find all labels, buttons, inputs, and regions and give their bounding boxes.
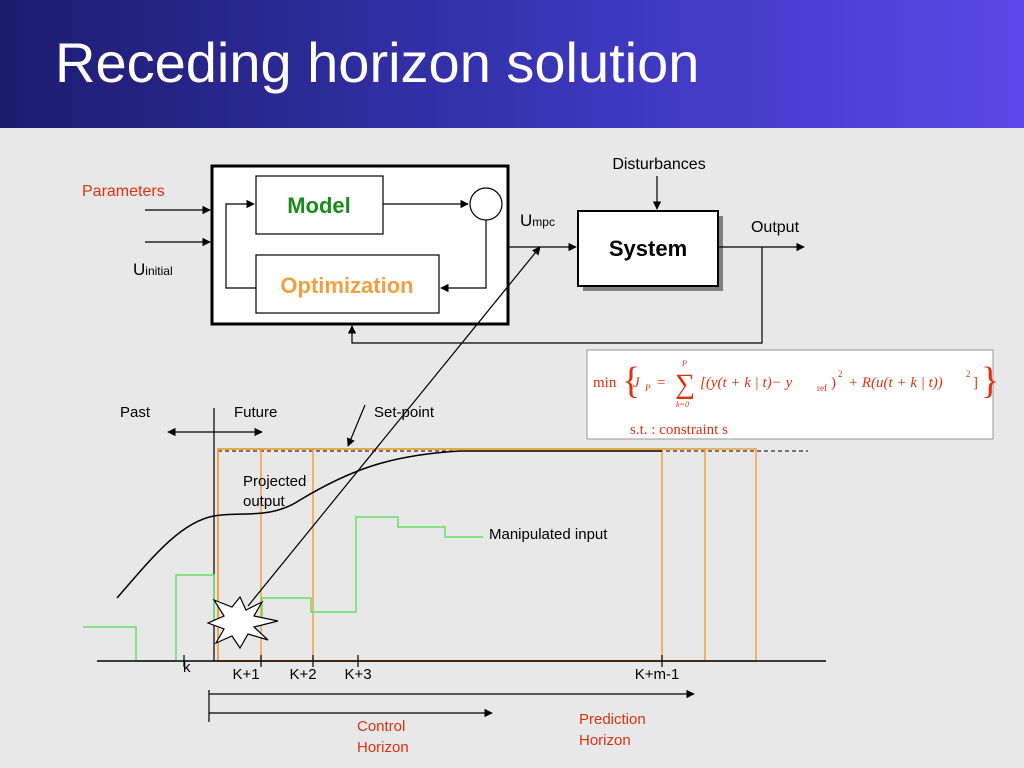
control-horizon-label: Control <box>357 718 405 735</box>
projected-output-label-line2: output <box>243 493 286 510</box>
u-mpc-label: Umpc <box>520 211 555 230</box>
formula-box <box>586 349 994 440</box>
disturbances-label: Disturbances <box>612 156 705 173</box>
prediction-horizon-label-line2: Horizon <box>579 732 631 749</box>
move-to-umpc-arrow <box>247 246 541 607</box>
svg-text:{: { <box>622 360 640 402</box>
svg-text:]: ] <box>973 375 978 391</box>
prediction-horizon-label: Prediction <box>579 711 646 728</box>
tick-label-k: k <box>183 659 191 676</box>
svg-text:}: } <box>981 360 999 402</box>
model-block <box>255 175 384 235</box>
svg-text:[(y(t + k | t)− y: [(y(t + k | t)− y <box>700 375 793 391</box>
model-label: Model <box>287 193 351 218</box>
projected-output-label: Projected <box>243 473 306 490</box>
svg-text:+ R(u(t + k | t)): + R(u(t + k | t)) <box>848 375 943 391</box>
projected-output-curve <box>116 450 662 599</box>
constraint-text: s.t. : constraint s <box>630 422 728 438</box>
svg-text:P: P <box>681 359 687 368</box>
optimization-to-model-arrow <box>225 199 256 289</box>
u-initial-label: Uinitial <box>133 260 173 279</box>
optimization-label: Optimization <box>280 273 413 298</box>
set-point-arrow <box>347 404 366 447</box>
output-label: Output <box>751 219 800 236</box>
optimization-block <box>255 254 440 314</box>
control-horizon-label-line2: Horizon <box>357 739 409 756</box>
parameters-label: Parameters <box>82 183 165 200</box>
summing-junction <box>469 187 503 221</box>
svg-text:J: J <box>633 375 641 391</box>
svg-text:∑: ∑ <box>675 369 695 400</box>
system-label: System <box>609 236 687 261</box>
junction-to-optimization-arrow <box>440 220 487 293</box>
slide-title: Receding horizon solution <box>55 31 700 94</box>
svg-text:min: min <box>593 375 617 391</box>
svg-text:ref: ref <box>817 383 827 393</box>
system-block <box>577 210 719 287</box>
future-label: Future <box>234 404 277 421</box>
current-move-starburst <box>206 595 279 650</box>
manipulated-input-signal <box>83 516 483 662</box>
past-label: Past <box>120 404 151 421</box>
set-point-label: Set-point <box>374 404 435 421</box>
tick-label-k2: K+2 <box>289 666 316 683</box>
manipulated-input-label: Manipulated input <box>489 526 608 543</box>
svg-text:): ) <box>831 375 836 391</box>
svg-text:P: P <box>644 383 651 393</box>
tick-label-k1: K+1 <box>232 666 259 683</box>
svg-text:=: = <box>657 375 665 391</box>
svg-text:k=0: k=0 <box>676 400 689 409</box>
svg-text:2: 2 <box>966 369 971 379</box>
title-bar <box>0 0 1024 128</box>
tick-label-km1: K+m-1 <box>635 666 680 683</box>
objective-formula: min { J P = P ∑ k=0 [(y(t + k | t)− y re… <box>593 359 999 438</box>
axis-tick-marks <box>183 655 663 667</box>
svg-text:2: 2 <box>838 369 843 379</box>
feedback-arrow <box>347 247 763 344</box>
tick-label-k3: K+3 <box>344 666 371 683</box>
